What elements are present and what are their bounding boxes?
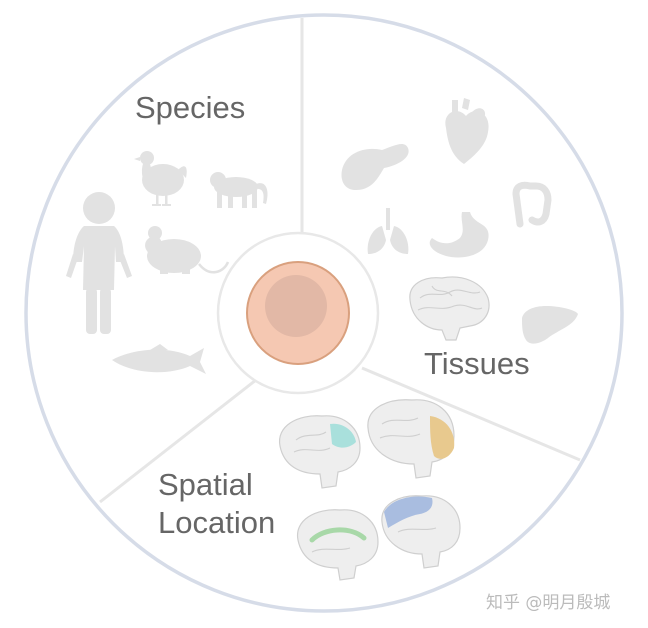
- brain-region-tan-icon: [367, 399, 455, 479]
- chicken-icon: [134, 151, 187, 206]
- divider-right: [361, 366, 581, 462]
- brain-region-blue-icon: [381, 495, 461, 569]
- stomach-icon: [429, 212, 489, 258]
- mouse-icon: [145, 226, 230, 274]
- liver-icon: [522, 306, 578, 344]
- pancreas-icon: [341, 144, 409, 190]
- brain-icon: [409, 276, 490, 341]
- lungs-icon: [367, 208, 409, 254]
- fish-icon: [112, 344, 206, 374]
- divider-left: [99, 378, 257, 504]
- brain-region-teal-icon: [278, 415, 361, 489]
- species-label: Species: [135, 90, 245, 125]
- human-child-icon: [66, 192, 132, 334]
- spatial-label-line1: Spatial: [158, 467, 253, 502]
- monkey-icon: [210, 172, 268, 208]
- heart-icon: [445, 98, 489, 164]
- tissues-label: Tissues: [424, 346, 530, 381]
- sector-dividers: [99, 18, 581, 504]
- intestine-icon: [512, 181, 552, 228]
- watermark: 知乎 @明月殷城: [486, 593, 610, 613]
- brain-region-green-icon: [296, 509, 379, 581]
- cell-nucleus: [265, 275, 327, 337]
- center-cell: [216, 231, 380, 395]
- spatial-label-line2: Location: [158, 505, 275, 540]
